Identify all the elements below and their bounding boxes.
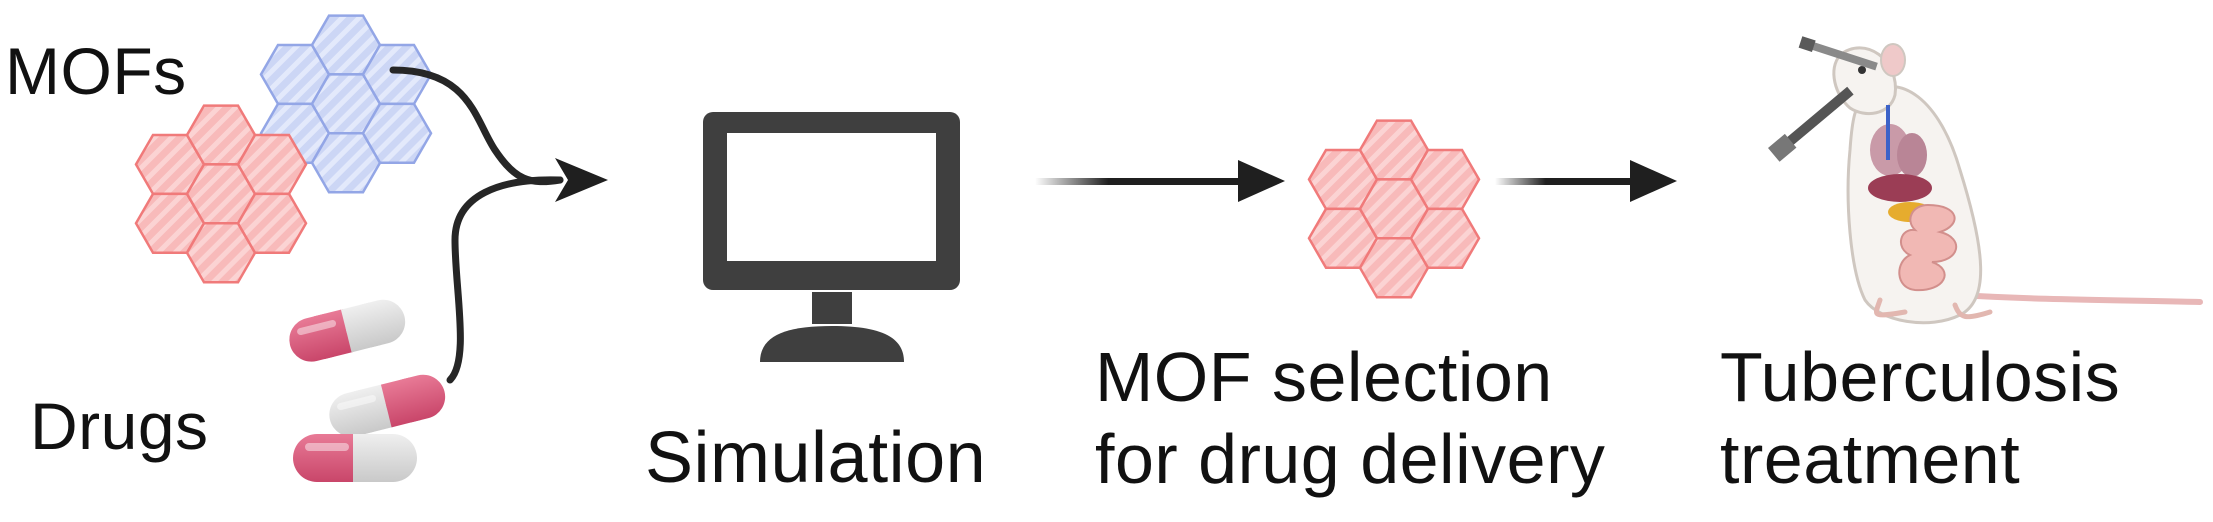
arrow-to-selection [1035,160,1285,202]
mof-selection-line2: for drug delivery [1095,420,1606,498]
mof-red-cluster-icon [134,104,308,284]
tuberculosis-line2: treatment [1720,420,2021,498]
arrow-to-treatment [1495,160,1677,202]
mofs-label: MOFs [5,34,187,108]
mof-selection-label: MOF selection for drug delivery [1095,342,1605,494]
hexagon-cell [236,192,308,255]
computer-monitor-icon [703,112,960,362]
mof-selection-line1: MOF selection [1095,338,1553,416]
drugs-label: Drugs [30,389,209,463]
lab-mouse-icon [1768,36,2203,325]
drug-capsules-icon [289,299,446,482]
merge-connector [389,66,608,384]
hexagon-cell [361,102,433,165]
hexagon-cell [1409,207,1481,270]
mof-blue-cluster-icon [259,14,433,194]
selected-mof-cluster-icon [1307,119,1481,299]
tuberculosis-label: Tuberculosis treatment [1720,342,2120,494]
tuberculosis-line1: Tuberculosis [1720,338,2121,416]
arrow-head-icon [555,158,608,202]
simulation-label: Simulation [645,418,987,498]
